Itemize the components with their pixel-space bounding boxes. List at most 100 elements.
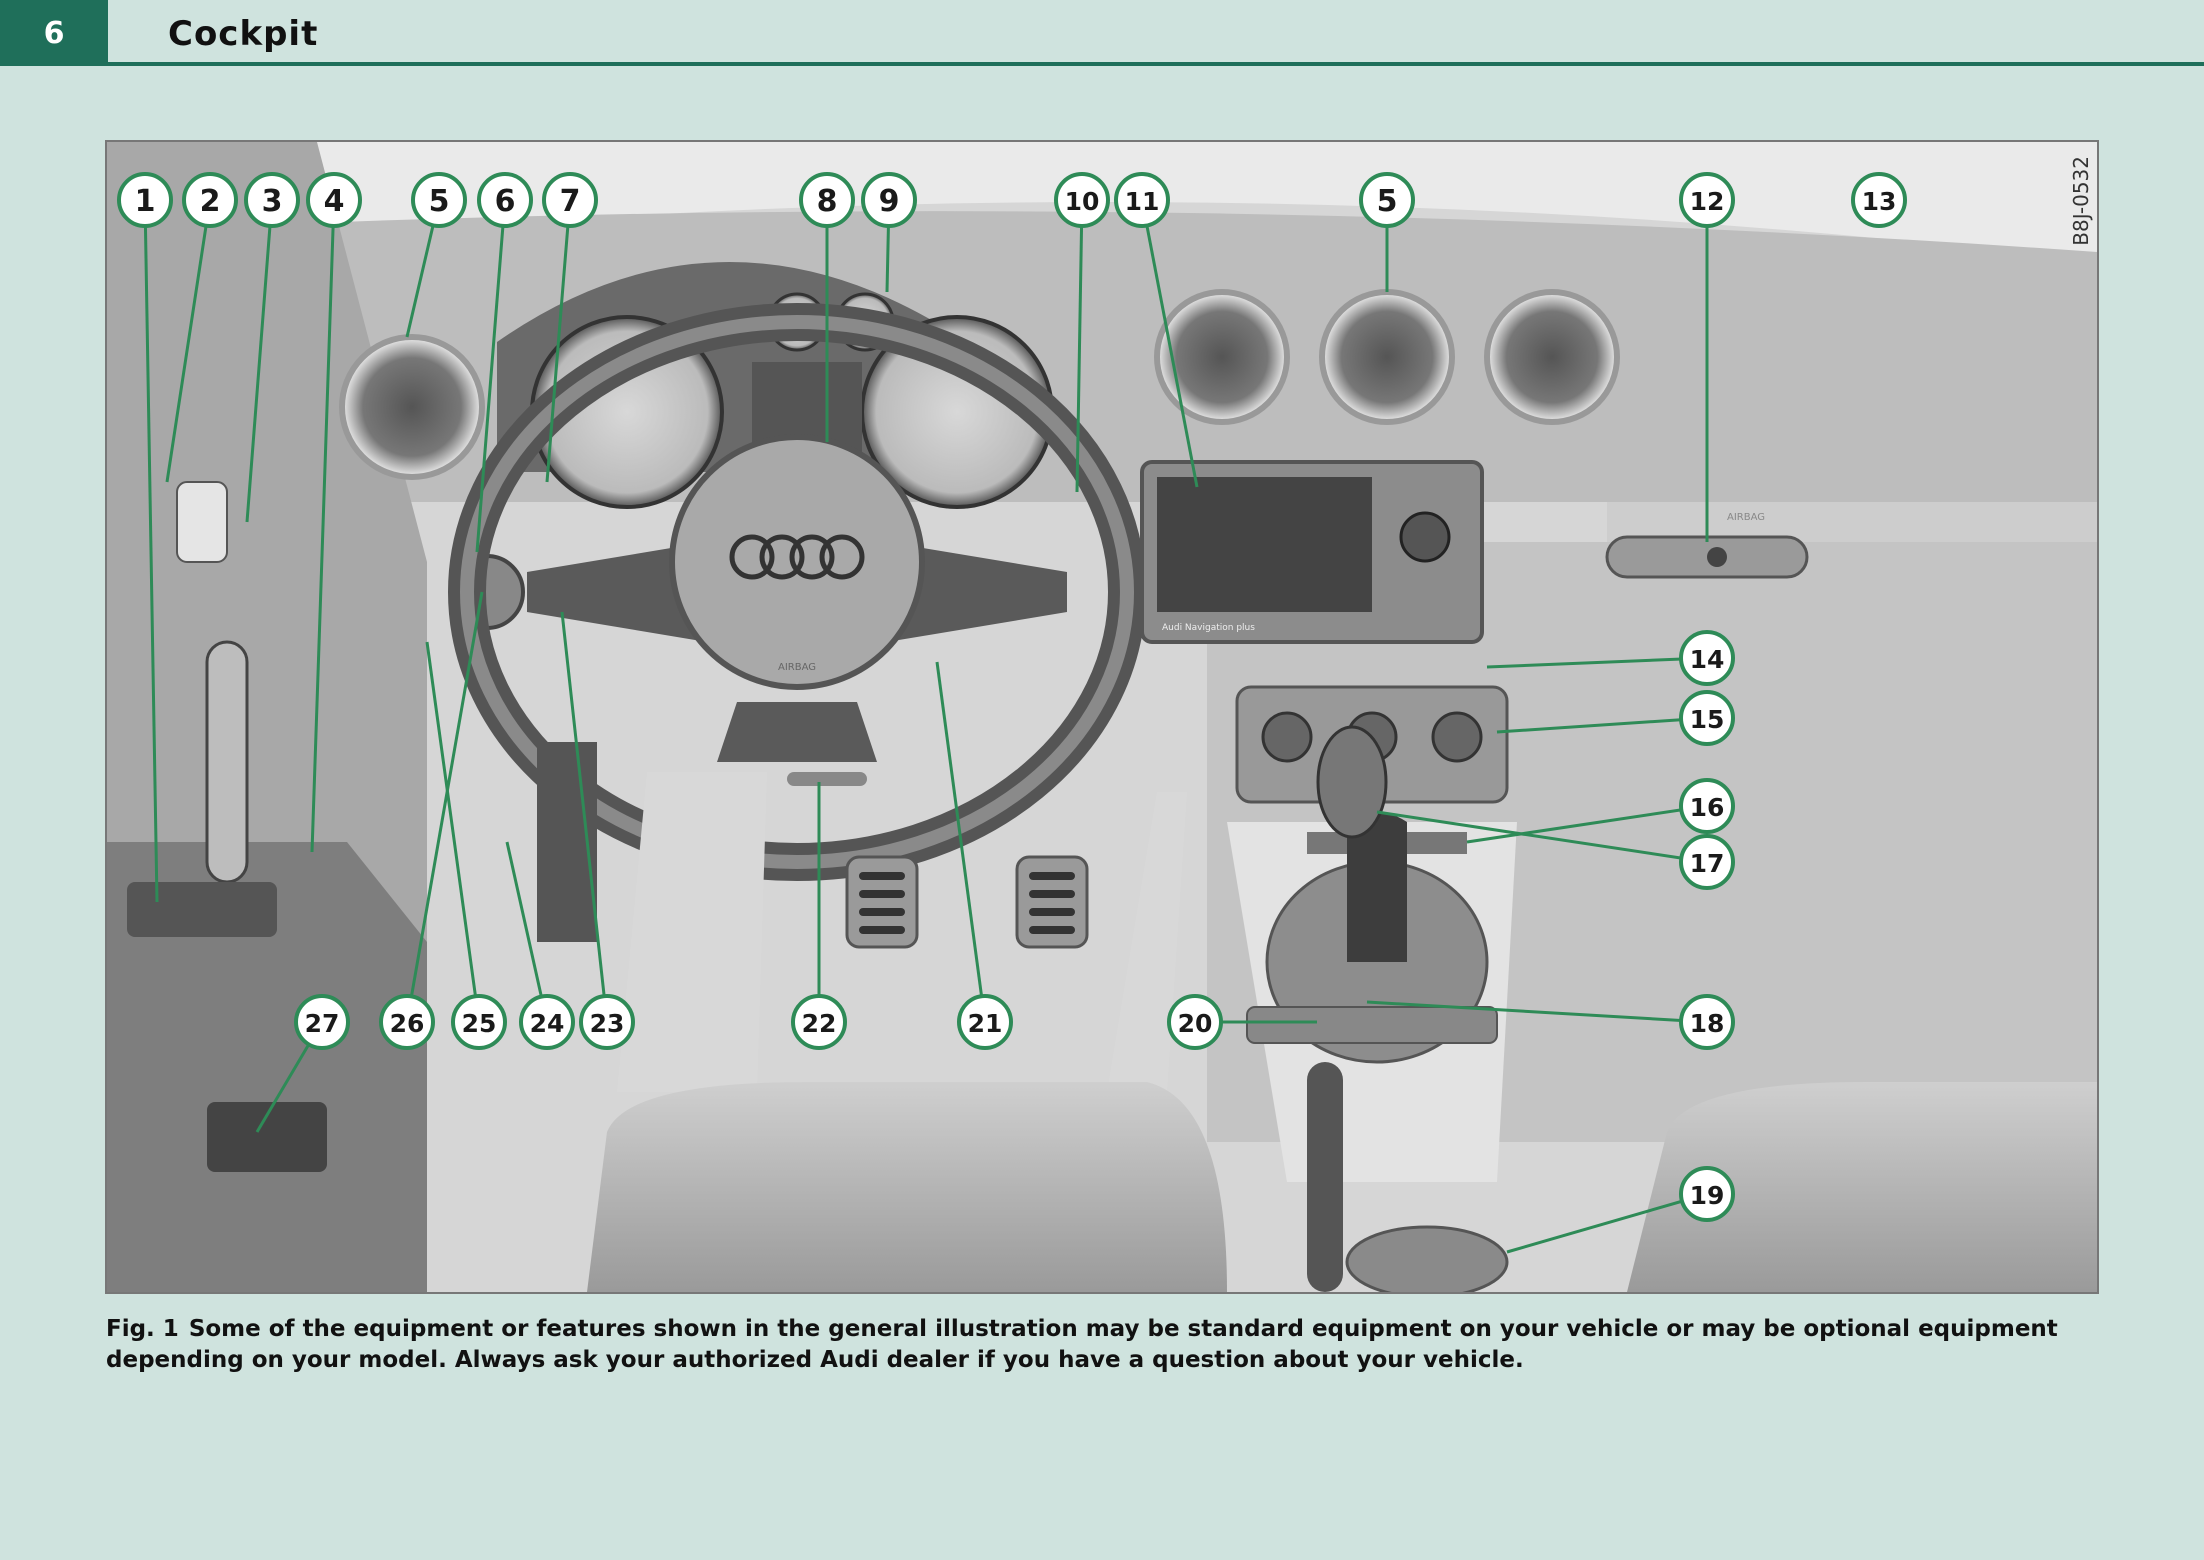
callout-21: 21: [957, 994, 1013, 1050]
svg-text:12: 12: [1690, 187, 1725, 216]
wheel-left-spoke: [527, 542, 707, 642]
svg-text:14: 14: [1690, 645, 1725, 674]
svg-text:6: 6: [495, 184, 516, 219]
center-vent-right: [1484, 289, 1620, 425]
steering-hub: [669, 434, 925, 690]
svg-text:17: 17: [1690, 849, 1725, 878]
svg-text:24: 24: [530, 1009, 565, 1038]
driver-seat: [587, 1082, 1227, 1292]
callout-22: 22: [791, 994, 847, 1050]
pedal-grips: [859, 872, 1075, 934]
figure-label: Fig. 1: [106, 1316, 179, 1342]
callout-26: 26: [379, 994, 435, 1050]
chapter-title: Cockpit: [168, 14, 319, 54]
svg-text:4: 4: [324, 184, 345, 219]
callout-13: 13: [1851, 172, 1907, 228]
svg-text:26: 26: [390, 1009, 425, 1038]
svg-text:15: 15: [1690, 705, 1725, 734]
passenger-seat: [1627, 1082, 2097, 1292]
callout-2: 2: [182, 172, 238, 228]
left-footrest: [617, 772, 767, 1092]
page-header: 6 Cockpit: [0, 0, 2204, 66]
callout-18: 18: [1679, 994, 1735, 1050]
cup-holder: [1345, 1225, 1509, 1292]
callout-15: 15: [1679, 690, 1735, 746]
svg-text:11: 11: [1125, 187, 1160, 216]
navigation-knob: [1399, 511, 1451, 563]
right-footrest: [1107, 792, 1187, 1092]
gear-shift-boot: [1347, 812, 1407, 962]
callout-8: 8: [799, 172, 855, 228]
svg-text:7: 7: [560, 184, 581, 219]
callout-1: 1: [117, 172, 173, 228]
page-number: 6: [0, 0, 108, 66]
console-switch-row: [1246, 1006, 1498, 1044]
airbag-label-wheel: AIRBAG: [778, 662, 816, 673]
svg-text:1: 1: [135, 184, 156, 219]
center-vent-left: [1154, 289, 1290, 425]
climate-knob-right: [1431, 711, 1483, 763]
wheel-bottom-spoke: [717, 702, 877, 762]
wheel-right-spoke: [887, 542, 1067, 642]
svg-text:8: 8: [817, 184, 838, 219]
glovebox-lock: [1707, 547, 1727, 567]
callout-layer: 1 2 3 4 5 6 7 8 9 10 11 5 12 13 14 15 16…: [117, 172, 1907, 1222]
figure-code: B8J-0532: [2069, 156, 2093, 246]
callout-12: 12: [1679, 172, 1735, 228]
navigation-label: Audi Navigation plus: [1162, 623, 1255, 633]
climate-knob-left: [1261, 711, 1313, 763]
left-air-vent: [339, 334, 485, 480]
header-rule: [108, 62, 2204, 66]
callout-3: 3: [244, 172, 300, 228]
svg-text:22: 22: [802, 1009, 837, 1038]
handbrake: [1307, 1062, 1343, 1292]
wheel-adjust-lever: [787, 772, 867, 786]
callout-24: 24: [519, 994, 575, 1050]
callout-25: 25: [451, 994, 507, 1050]
callout-leader-lines: [143, 199, 1709, 1254]
svg-text:5: 5: [1377, 184, 1398, 219]
airbag-label-dash: AIRBAG: [1727, 512, 1765, 523]
svg-text:2: 2: [200, 184, 221, 219]
callout-16: 16: [1679, 778, 1735, 834]
svg-text:19: 19: [1690, 1181, 1725, 1210]
navigation-screen: [1157, 477, 1372, 612]
svg-text:20: 20: [1178, 1009, 1213, 1038]
svg-text:13: 13: [1862, 187, 1897, 216]
callout-14: 14: [1679, 630, 1735, 686]
cockpit-drawing: AIRBAG Audi Navigation plus AIRBAG: [107, 142, 2097, 1292]
callout-11: 11: [1114, 172, 1170, 228]
callout-23: 23: [579, 994, 635, 1050]
svg-text:21: 21: [968, 1009, 1003, 1038]
window-switches: [127, 882, 277, 937]
door-lower: [107, 842, 427, 1292]
audi-rings-logo: [729, 534, 865, 580]
callout-27: 27: [294, 994, 350, 1050]
svg-text:16: 16: [1690, 793, 1725, 822]
door-opener: [176, 481, 228, 563]
callout-5-center: 5: [1359, 172, 1415, 228]
svg-text:5: 5: [429, 184, 450, 219]
caption-text: Some of the equipment or features shown …: [106, 1316, 2058, 1373]
svg-text:10: 10: [1065, 187, 1100, 216]
svg-text:18: 18: [1690, 1009, 1725, 1038]
callout-4: 4: [306, 172, 362, 228]
cockpit-illustration: AIRBAG Audi Navigation plus AIRBAG: [105, 140, 2099, 1294]
callout-6: 6: [477, 172, 533, 228]
gear-shift-knob: [1316, 725, 1388, 839]
callout-19: 19: [1679, 1166, 1735, 1222]
mirror-switch: [207, 1102, 327, 1172]
svg-text:3: 3: [262, 184, 283, 219]
callout-9: 9: [861, 172, 917, 228]
svg-text:23: 23: [590, 1009, 625, 1038]
svg-text:25: 25: [462, 1009, 497, 1038]
callout-5-left: 5: [411, 172, 467, 228]
svg-text:27: 27: [305, 1009, 340, 1038]
svg-text:9: 9: [879, 184, 900, 219]
callout-20: 20: [1167, 994, 1223, 1050]
callout-7: 7: [542, 172, 598, 228]
steering-wheel-rim-highlight: [460, 315, 1134, 869]
callout-17: 17: [1679, 834, 1735, 890]
callout-10: 10: [1054, 172, 1110, 228]
